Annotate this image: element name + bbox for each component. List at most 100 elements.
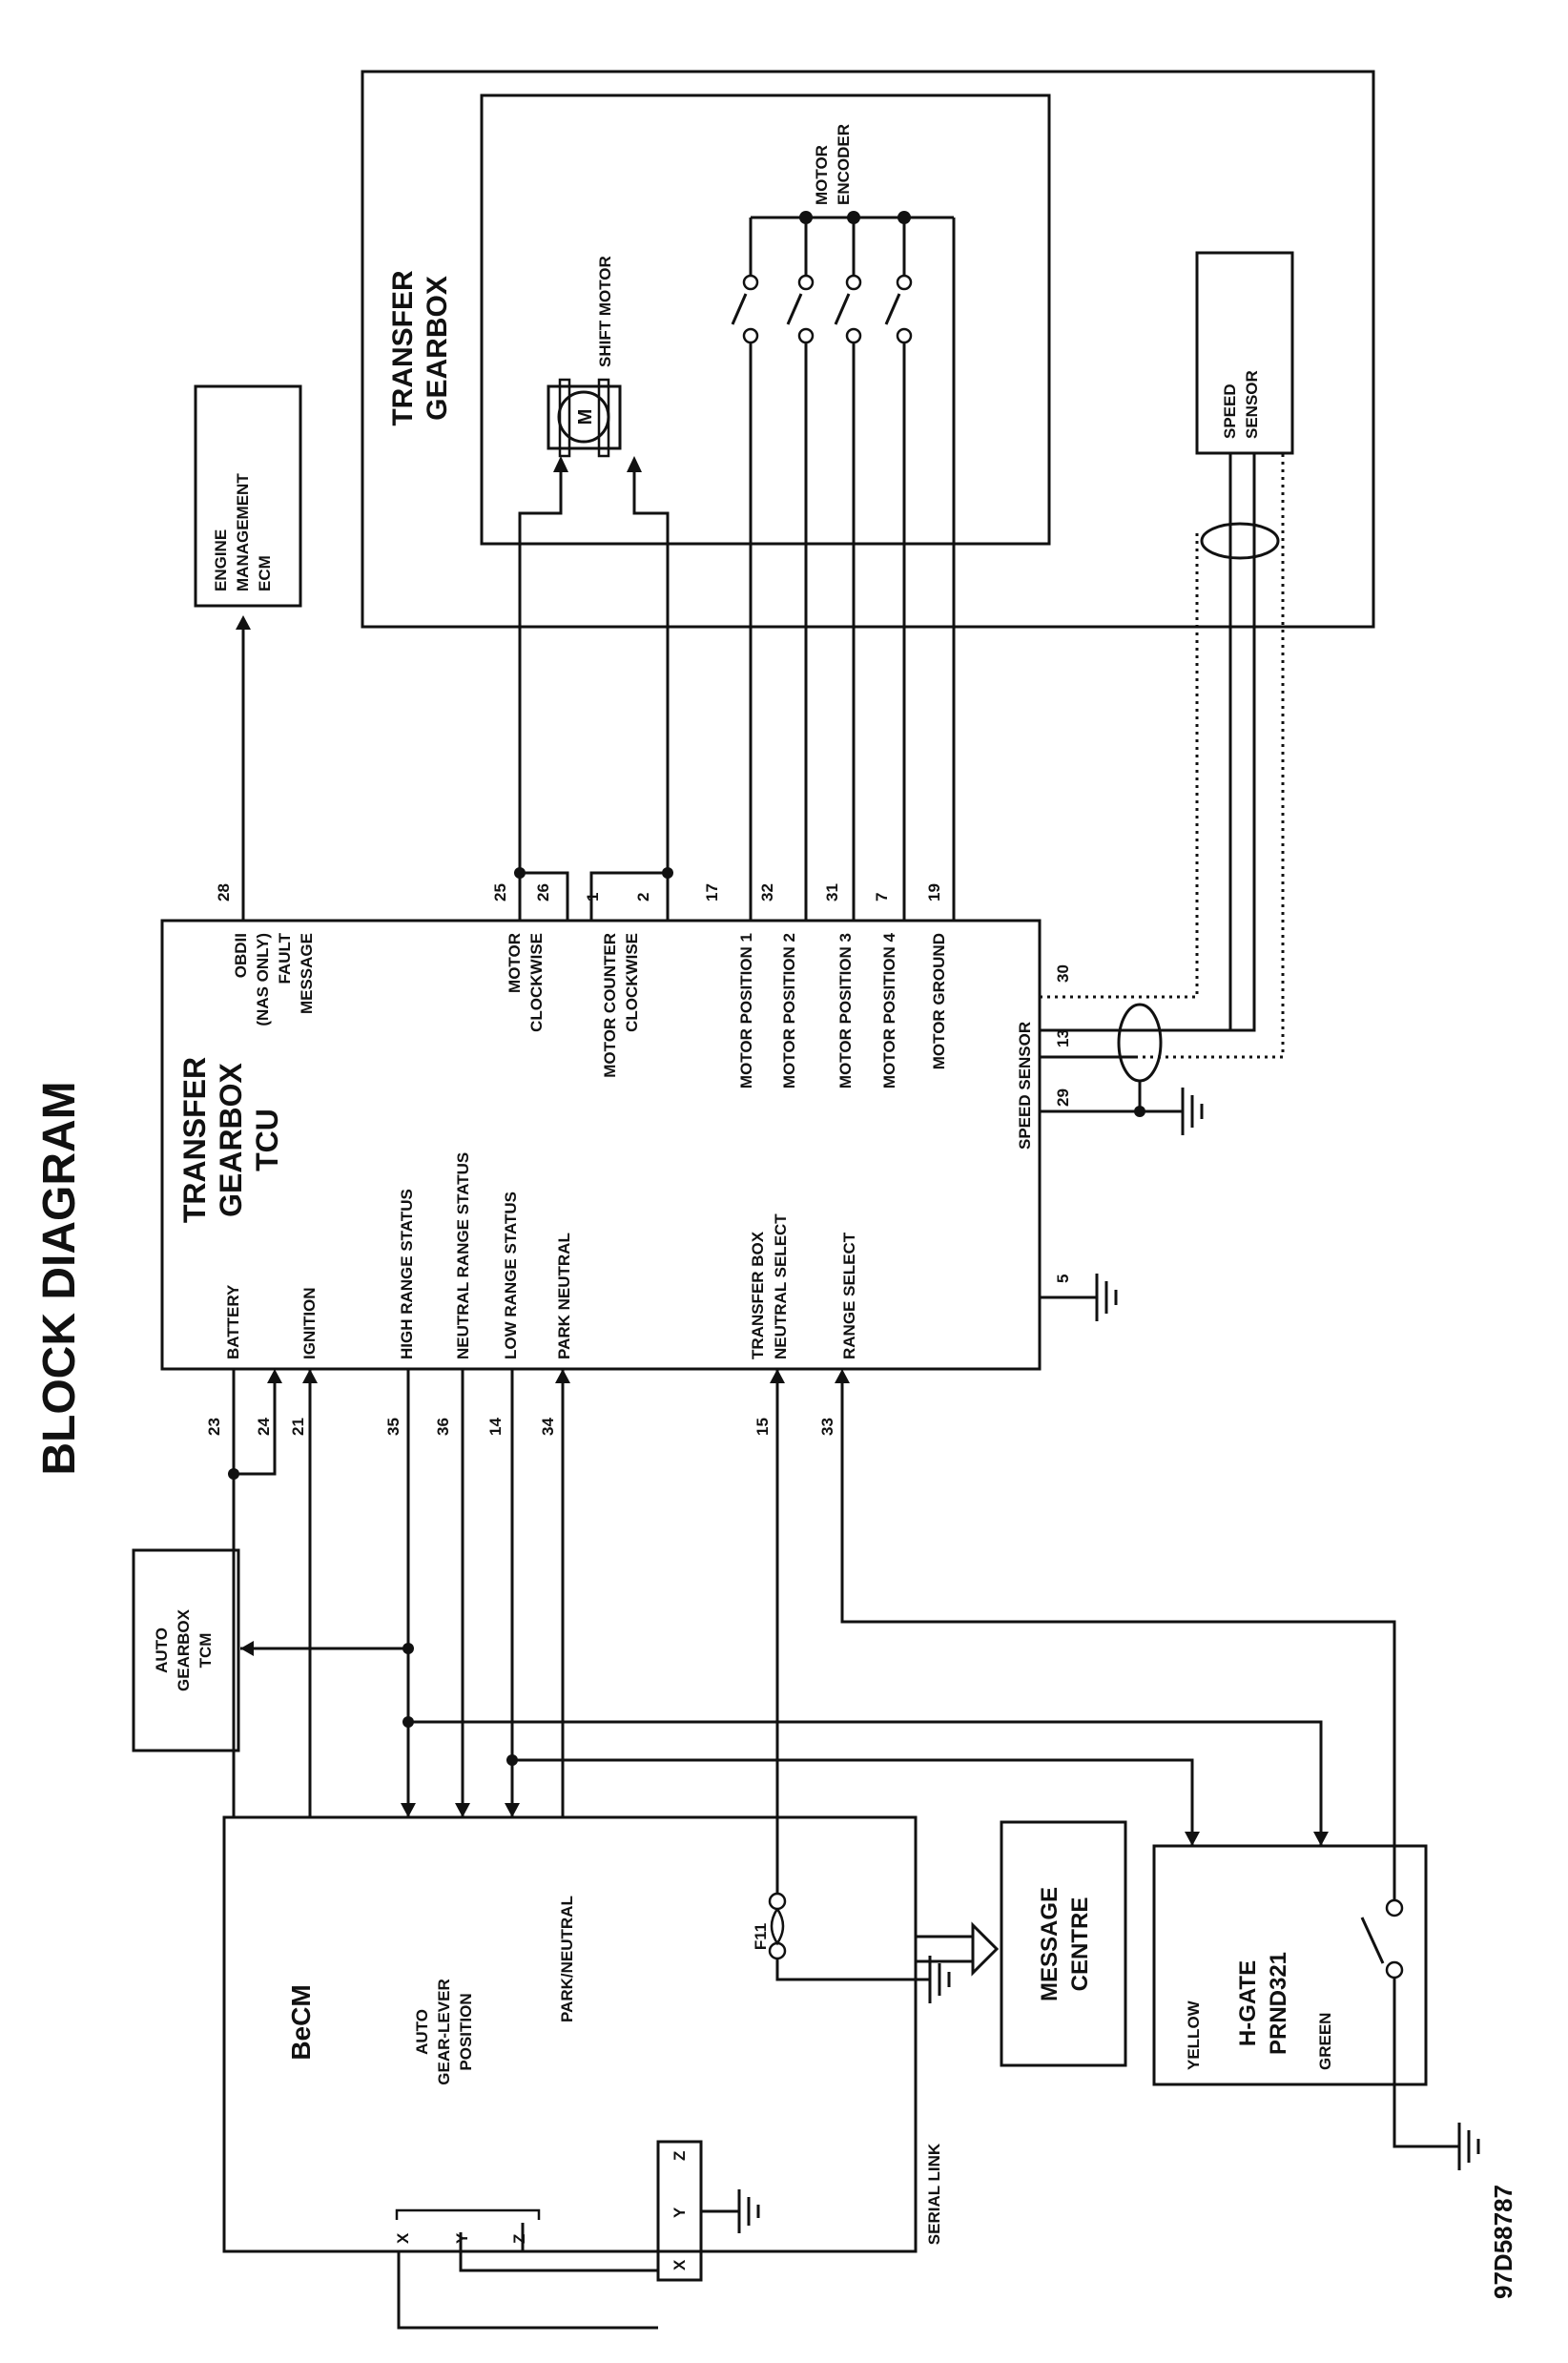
tcu-title-3: TCU xyxy=(250,1109,284,1171)
tcu-label-motor-ccw-2: CLOCKWISE xyxy=(623,933,641,1032)
tcu-label-motor-cw-1: MOTOR xyxy=(505,933,524,993)
tcu-label-neutral-range-status: NEUTRAL RANGE STATUS xyxy=(454,1152,472,1359)
pin-32: 32 xyxy=(758,883,776,902)
becm-box: BeCM AUTO GEAR-LEVER POSITION PARK/NEUTR… xyxy=(222,1815,918,2253)
tcu-box: TRANSFER GEARBOX TCU BATTERY IGNITION HI… xyxy=(160,919,1042,1371)
pin-2: 2 xyxy=(634,893,652,902)
ground-symbols xyxy=(701,1088,1480,2233)
ground-icon xyxy=(1457,2123,1480,2170)
serial-link-label: SERIAL LINK xyxy=(925,2143,943,2245)
pin-21: 21 xyxy=(289,1418,307,1436)
transfer-gearbox-title-1: TRANSFER xyxy=(387,270,419,426)
becm-title: BeCM xyxy=(286,1984,316,2060)
gear-lever-label-3: POSITION xyxy=(457,1993,475,2070)
reference-code: 97D58787 xyxy=(1489,2185,1517,2299)
tcu-label-speed-sensor: SPEED SENSOR xyxy=(1016,1022,1034,1150)
tcu-label-battery: BATTERY xyxy=(224,1284,242,1359)
pin-36: 36 xyxy=(434,1418,452,1436)
pin-1: 1 xyxy=(584,893,602,902)
auto-tcm-box: AUTO GEARBOX TCM xyxy=(132,1548,240,1752)
hgate-title-2: PRND321 xyxy=(1266,1952,1291,2055)
tcu-label-motor-position-2: MOTOR POSITION 2 xyxy=(780,933,798,1088)
tcu-label-motor-position-3: MOTOR POSITION 3 xyxy=(836,933,855,1088)
tcm-label-2: GEARBOX xyxy=(175,1608,193,1691)
becm-z-label: Z xyxy=(510,2234,528,2244)
pin-17: 17 xyxy=(703,883,721,902)
tcu-title-1: TRANSFER xyxy=(177,1057,212,1223)
speed-sensor-label-1: SPEED xyxy=(1221,383,1239,439)
pin-35: 35 xyxy=(384,1418,402,1436)
fuse-label: F11 xyxy=(752,1923,770,1950)
tcu-label-low-range-status: LOW RANGE STATUS xyxy=(502,1192,520,1359)
message-centre-label-1: MESSAGE xyxy=(1037,1887,1063,2001)
becm-x-label: X xyxy=(394,2232,412,2244)
tcu-label-range-select: RANGE SELECT xyxy=(840,1232,858,1359)
pin-33: 33 xyxy=(818,1418,836,1436)
hgate-yellow-label: YELLOW xyxy=(1185,2000,1203,2070)
pin-25: 25 xyxy=(491,883,509,902)
ground-icon xyxy=(1181,1088,1204,1135)
ground-icon xyxy=(928,1956,951,2003)
shift-motor: M xyxy=(547,378,622,458)
pin-numbers: 23 24 21 35 36 14 34 15 33 28 25 26 1 2 … xyxy=(205,883,1072,1436)
tcu-label-neutral-select: NEUTRAL SELECT xyxy=(772,1213,790,1359)
tcu-label-ignition: IGNITION xyxy=(300,1287,319,1359)
motor-encoder-label-2: ENCODER xyxy=(835,124,853,205)
pin-30: 30 xyxy=(1054,964,1072,983)
tcu-label-transfer-box: TRANSFER BOX xyxy=(749,1231,767,1359)
pin-31: 31 xyxy=(823,883,841,902)
engine-ecm-box: ENGINE MANAGEMENT ECM xyxy=(194,384,302,608)
ecm-label-1: ENGINE xyxy=(212,529,230,591)
hgate-green-label: GREEN xyxy=(1316,2013,1334,2070)
xyz-switch-x: X xyxy=(671,2259,689,2270)
xyz-switch-z: Z xyxy=(671,2151,689,2161)
transfer-gearbox-box: TRANSFER GEARBOX SHIFT MOTOR MOTOR ENCOD… xyxy=(361,70,1375,629)
transfer-gearbox-title-2: GEARBOX xyxy=(422,276,453,421)
tcu-label-message: MESSAGE xyxy=(298,933,316,1014)
pin-34: 34 xyxy=(539,1418,557,1436)
shift-motor-label: SHIFT MOTOR xyxy=(596,256,614,367)
message-centre-box: MESSAGE CENTRE xyxy=(1000,1820,1127,2067)
motor-symbol: M xyxy=(575,409,596,425)
speed-sensor-label-2: SENSOR xyxy=(1243,370,1261,439)
motor-encoder-label-1: MOTOR xyxy=(813,145,831,205)
pin-7: 7 xyxy=(873,893,891,902)
tcu-label-motor-position-4: MOTOR POSITION 4 xyxy=(880,932,898,1088)
pin-15: 15 xyxy=(753,1418,772,1436)
pin-29: 29 xyxy=(1054,1088,1072,1107)
tcu-label-nas-only: (NAS ONLY) xyxy=(254,933,272,1026)
tcu-label-motor-ground: MOTOR GROUND xyxy=(930,933,948,1069)
motor-encoder xyxy=(731,211,954,344)
gear-lever-label-2: GEAR-LEVER xyxy=(435,1979,453,2084)
tcm-label-3: TCM xyxy=(196,1633,215,1669)
pin-19: 19 xyxy=(925,883,943,902)
wiring xyxy=(228,218,1459,2330)
tcu-label-high-range-status: HIGH RANGE STATUS xyxy=(398,1189,416,1359)
serial-link: SERIAL LINK xyxy=(916,1921,1000,2245)
pin-24: 24 xyxy=(255,1418,273,1436)
speed-sensor: SPEED SENSOR xyxy=(1195,251,1294,455)
xyz-switch-y: Y xyxy=(671,2207,689,2218)
pin-28: 28 xyxy=(215,883,233,902)
tcu-label-fault: FAULT xyxy=(276,932,294,984)
ecm-label-3: ECM xyxy=(256,555,274,591)
pin-5: 5 xyxy=(1054,1275,1072,1283)
hgate-box: YELLOW H-GATE PRND321 GREEN xyxy=(1152,1844,1428,2086)
park-neutral-label: PARK/NEUTRAL xyxy=(558,1896,576,2022)
xyz-switch: X Y Z xyxy=(656,2140,703,2282)
tcu-label-motor-cw-2: CLOCKWISE xyxy=(527,933,546,1032)
pin-13: 13 xyxy=(1054,1029,1072,1047)
tcu-label-park-neutral: PARK NEUTRAL xyxy=(555,1233,573,1359)
pin-23: 23 xyxy=(205,1418,223,1436)
diagram-title: BLOCK DIAGRAM xyxy=(34,1081,85,1475)
tcu-label-motor-position-1: MOTOR POSITION 1 xyxy=(737,933,755,1088)
tcu-label-obdii: OBDII xyxy=(232,933,250,978)
tcu-label-motor-ccw-1: MOTOR COUNTER xyxy=(601,933,619,1078)
ecm-label-2: MANAGEMENT xyxy=(234,473,252,591)
pin-14: 14 xyxy=(486,1418,505,1436)
tcm-label-1: AUTO xyxy=(153,1627,171,1673)
ground-icon xyxy=(1040,1274,1118,1321)
pin-26: 26 xyxy=(534,883,552,902)
gear-lever-label-1: AUTO xyxy=(413,2009,431,2055)
